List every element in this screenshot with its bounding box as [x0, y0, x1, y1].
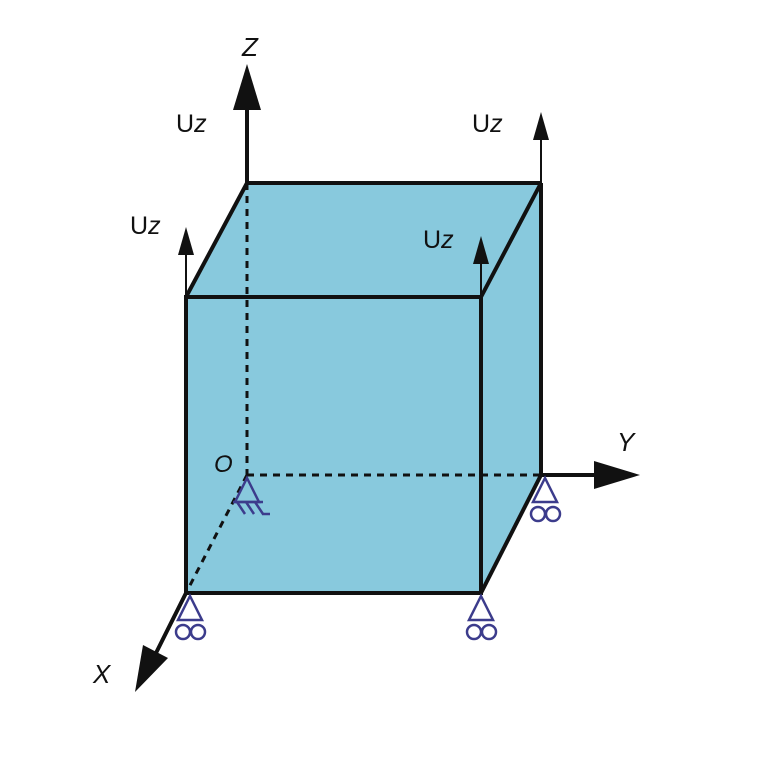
load-arrowhead-front-left [178, 227, 194, 255]
cube-front-face [186, 297, 481, 593]
y-axis-label: Y [617, 427, 636, 457]
pin-support-origin [232, 475, 270, 516]
cube-right-face [481, 183, 541, 593]
roller-support-front-left [174, 593, 207, 641]
axes [135, 64, 640, 692]
cube-top-face [186, 183, 541, 297]
load-arrowhead-front-right [473, 236, 489, 264]
load-label-front-left: Uz [130, 212, 161, 240]
bottom-right-edge [479, 474, 543, 594]
visible-edges [184, 181, 543, 595]
load-arrows [178, 112, 549, 297]
load-arrowhead-back-right [533, 112, 549, 140]
x-axis-label: X [92, 659, 112, 689]
hidden-edge-x [184, 474, 249, 594]
load-label-back-left: Uz [176, 110, 207, 138]
load-label-back-right: Uz [472, 110, 503, 138]
cube-faces [186, 183, 541, 593]
y-axis-arrowhead [594, 461, 640, 489]
z-axis-arrowhead [233, 64, 261, 110]
top-left-edge [184, 182, 249, 298]
hidden-edges [184, 183, 541, 594]
x-axis-arrowhead [135, 645, 168, 692]
roller-support-front-right [465, 593, 498, 641]
load-label-front-right: Uz [423, 226, 454, 254]
z-axis-label: Z [241, 32, 259, 62]
origin-label: O [214, 451, 233, 478]
x-axis-line [153, 592, 188, 656]
roller-support-back-right [529, 475, 562, 523]
supports [174, 475, 562, 641]
top-right-edge [479, 182, 543, 298]
